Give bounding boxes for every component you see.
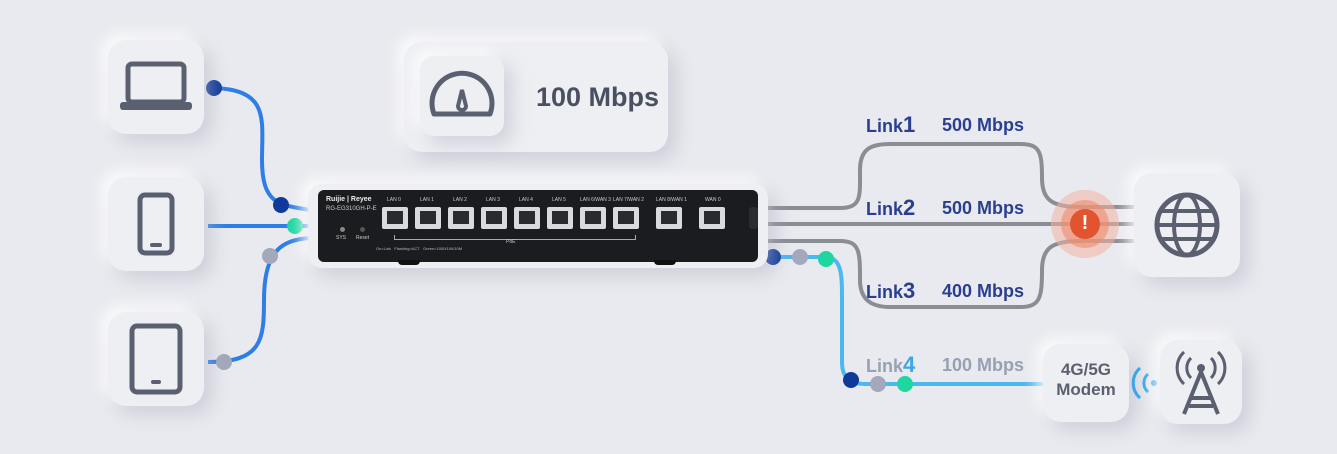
port-label: LAN 7/WAN 2 (613, 197, 644, 203)
lan-wan-port[interactable] (613, 207, 639, 229)
dot (843, 372, 859, 388)
internet-card[interactable] (1134, 173, 1240, 277)
router-legend: On=Link Flashing=ACT Green=1000/100/10M (376, 246, 463, 251)
laptop-card[interactable] (108, 40, 204, 134)
alert-icon (1070, 209, 1100, 239)
link4-label: Link4 (866, 352, 915, 378)
router-brand: Ruijie | Reyee (326, 196, 372, 203)
speed-value: 100 Mbps (536, 82, 660, 112)
link2-speed: 500 Mbps (942, 198, 1025, 218)
lan-port[interactable] (448, 207, 474, 229)
speed-card: 100 Mbps (404, 42, 668, 152)
port-label: LAN 2 (453, 197, 467, 203)
phone-card[interactable] (108, 177, 204, 271)
lan-port[interactable] (415, 207, 441, 229)
dot (216, 354, 232, 370)
dot (287, 218, 303, 234)
laptop-icon (120, 61, 192, 110)
link-number: 4 (903, 352, 916, 377)
dot (792, 249, 808, 265)
router-foot (398, 260, 420, 265)
link4-speed: 100 Mbps (942, 355, 1025, 375)
link1-label: Link1 (866, 112, 915, 138)
port-label: WAN 0 (705, 197, 721, 203)
modem-card[interactable]: 4G/5G Modem (1043, 344, 1129, 422)
tablet-wire (207, 236, 311, 364)
link3-speed: 400 Mbps (942, 281, 1025, 301)
cell-tower-card[interactable] (1160, 340, 1242, 424)
tablet-card[interactable] (108, 312, 204, 406)
dot (765, 249, 781, 265)
lan-wan-port[interactable] (656, 207, 682, 229)
link-text: Link (866, 199, 904, 219)
router-foot (654, 260, 676, 265)
port-label: LAN 6/WAN 3 (580, 197, 611, 203)
modem-line2: Modem (1056, 380, 1116, 399)
lan-port[interactable] (382, 207, 408, 229)
dot (897, 376, 913, 392)
port-label: LAN 5 (552, 197, 566, 203)
poe-label: PoE (506, 239, 516, 245)
dot (262, 248, 278, 264)
dot (206, 80, 222, 96)
router-model: RG-EG310GH-P-E (326, 206, 377, 212)
dot (818, 251, 834, 267)
reset-button[interactable] (360, 227, 365, 232)
link-text: Link (866, 116, 904, 136)
router-device: Ruijie | Reyee RG-EG310GH-P-E SYS Reset … (318, 190, 758, 265)
port-label: LAN 3 (486, 197, 500, 203)
lan-port[interactable] (547, 207, 573, 229)
port-label: LAN 1 (420, 197, 434, 203)
modem-line1: 4G/5G (1060, 360, 1112, 379)
link3-label: Link3 (866, 278, 915, 304)
sys-led (340, 227, 345, 232)
link1-wire (768, 142, 1140, 210)
cell-tower-icon (1175, 350, 1227, 415)
link1-speed: 500 Mbps (942, 115, 1025, 135)
port-label: LAN 4 (519, 197, 533, 203)
link-text: Link (866, 282, 904, 302)
wireless-signal-icon (1131, 366, 1157, 400)
dot (273, 197, 289, 213)
speedometer-icon (429, 70, 495, 117)
lan-wan-port[interactable] (580, 207, 606, 229)
laptop-wire (213, 86, 311, 212)
sys-label: SYS (336, 235, 347, 241)
port-label: LAN 0 (387, 197, 401, 203)
link-number: 1 (903, 112, 916, 137)
link2-label: Link2 (866, 195, 915, 221)
tablet-icon (129, 323, 183, 395)
wan-port[interactable] (699, 207, 725, 229)
reset-label: Reset (356, 235, 370, 241)
link-text: Link (866, 356, 904, 376)
link-number: 2 (903, 195, 916, 220)
link3-wire (768, 239, 1140, 309)
lan-port[interactable] (514, 207, 540, 229)
link-number: 3 (903, 278, 916, 303)
router-side-connector (749, 207, 758, 229)
speed-icon-box (420, 56, 504, 136)
lan-port[interactable] (481, 207, 507, 229)
port-label: LAN 8/WAN 1 (656, 197, 687, 203)
phone-icon (137, 192, 175, 256)
alert-symbol: ! (1081, 212, 1089, 234)
poe-bracket (394, 235, 636, 240)
dot (870, 376, 886, 392)
globe-icon (1154, 192, 1220, 258)
